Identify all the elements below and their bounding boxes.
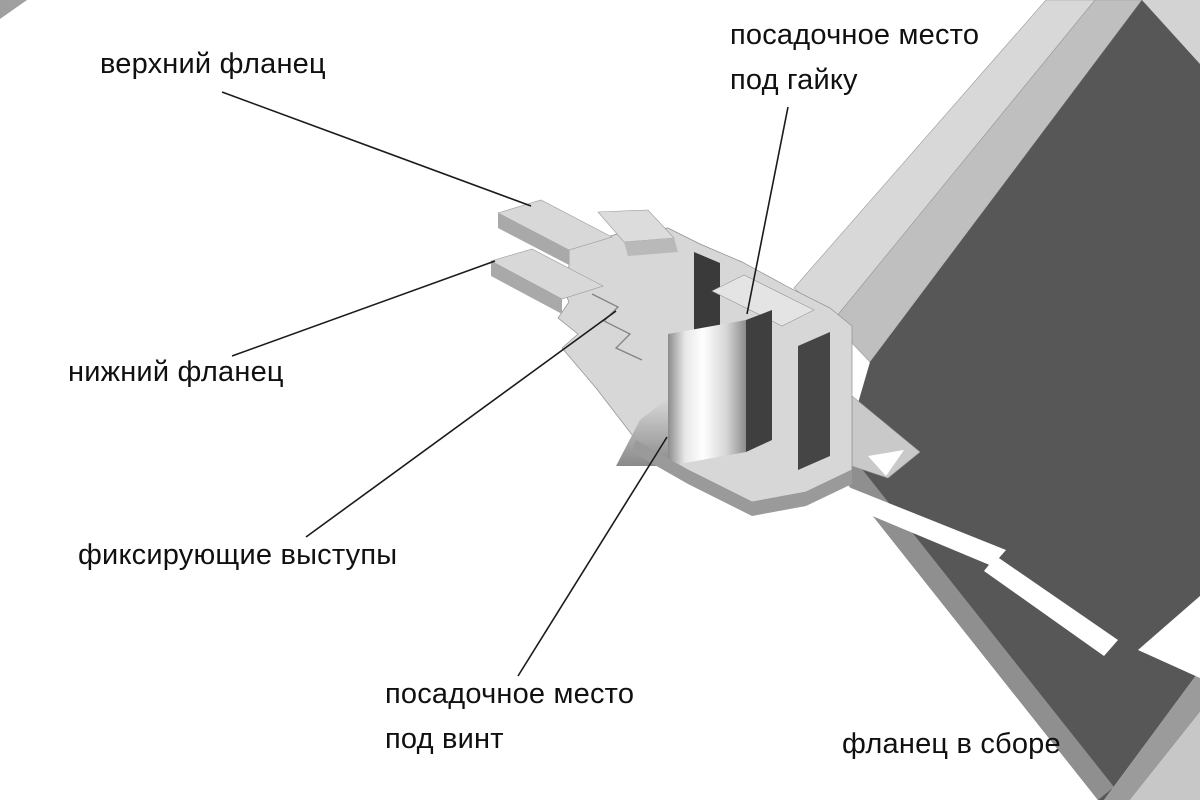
wall-cut-notch bbox=[868, 450, 904, 476]
label-nut-seat-line2: под гайку bbox=[730, 64, 858, 96]
section-band-outer bbox=[798, 332, 830, 470]
fixing-lugs-leader-line bbox=[305, 310, 617, 538]
nut-pocket-cavity bbox=[694, 252, 720, 346]
flange-bottom-rim bbox=[632, 440, 852, 516]
upper-flange-leader-line bbox=[221, 91, 532, 207]
upper-flange-prong-front bbox=[498, 213, 569, 265]
section-band-inner bbox=[746, 310, 772, 452]
base-plate-slot-1 bbox=[834, 486, 1006, 566]
label-fixing-lugs: фиксирующие выступы bbox=[78, 539, 398, 571]
label-assembled-flange: фланец в сборе bbox=[842, 728, 1061, 760]
base-plate-slot-3 bbox=[1138, 596, 1200, 678]
lower-flange-leader-line bbox=[231, 260, 496, 357]
base-plate-corner-cut-face bbox=[1130, 712, 1200, 800]
label-nut-seat-line1: посадочное место bbox=[730, 19, 980, 51]
fixing-lugs-steps bbox=[591, 293, 643, 361]
screw-seat-leader-line bbox=[517, 436, 668, 677]
lower-flange-prong-front bbox=[491, 261, 562, 314]
label-upper-flange: верхний фланец bbox=[100, 48, 326, 80]
label-screw-seat-line2: под винт bbox=[385, 723, 504, 755]
label-lower-flange: нижний фланец bbox=[68, 356, 284, 388]
screw-bore-cylinder bbox=[668, 320, 746, 466]
nut-seat-face bbox=[711, 274, 815, 327]
base-plate-bottom-edge-band bbox=[1104, 670, 1200, 800]
base-plate-slot-2 bbox=[984, 556, 1118, 656]
screw-seat-cone bbox=[616, 398, 668, 466]
label-nut-seat: посадочное место под гайку bbox=[730, 13, 979, 103]
base-plate-chamfer-edge bbox=[838, 459, 1114, 800]
label-screw-seat-line1: посадочное место bbox=[385, 678, 635, 710]
frame-corner-mark bbox=[0, 0, 27, 19]
bracket-base-plate bbox=[838, 0, 1200, 800]
label-screw-seat: посадочное место под винт bbox=[385, 672, 634, 762]
upper-flange-boss-front bbox=[624, 238, 678, 256]
nut-seat-leader-line bbox=[746, 106, 789, 315]
